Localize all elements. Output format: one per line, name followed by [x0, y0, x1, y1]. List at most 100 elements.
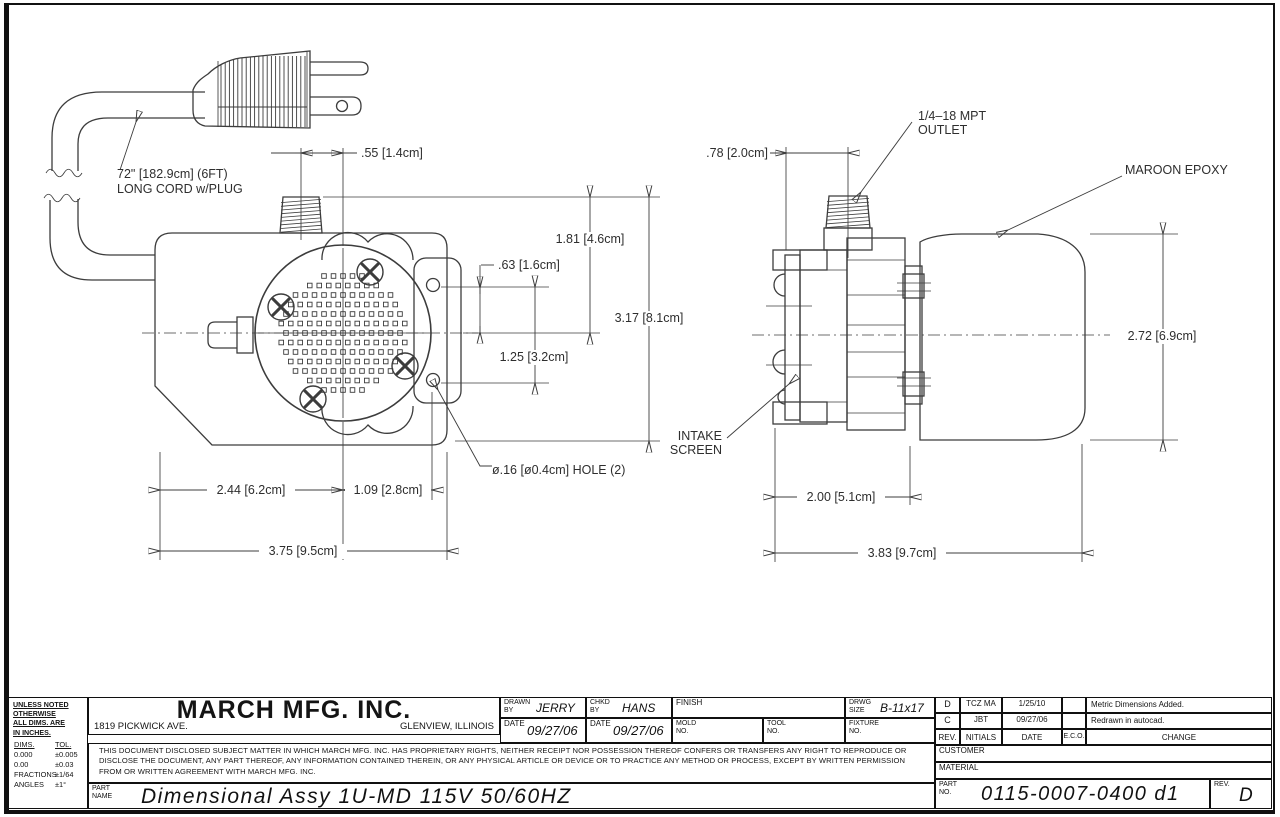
flange-bolt-top — [902, 273, 925, 299]
cord-leader-line — [119, 122, 136, 171]
cord-note-line2: LONG CORD w/PLUG — [117, 182, 243, 196]
dim-pump-length: 2.00 [5.1cm] — [807, 490, 876, 504]
tool-no-cell: TOOL NO. — [763, 718, 845, 743]
plug-ribs — [218, 56, 307, 127]
intake-note-line2: SCREEN — [670, 443, 722, 457]
part-no-value: 0115-0007-0400 d1 — [981, 783, 1180, 805]
power-cord — [43, 91, 205, 281]
angles-tol: ±1° — [55, 779, 67, 789]
fixture-no-label: FIXTURE NO. — [849, 720, 879, 735]
proprietary-cell: THIS DOCUMENT DISCLOSED SUBJECT MATTER I… — [88, 743, 935, 783]
rev-header-rev: REV. — [935, 729, 960, 745]
customer-label: CUSTOMER — [939, 746, 985, 755]
tol-row2-tol: ±0.03 — [55, 759, 74, 769]
material-label: MATERIAL — [939, 763, 979, 772]
part-name-cell: PART NAME Dimensional Assy 1U-MD 115V 50… — [88, 783, 935, 809]
chkd-by-value: HANS — [622, 701, 656, 715]
rev-header-change: CHANGE — [1086, 729, 1272, 745]
plug-blade-hole — [335, 99, 349, 113]
dim-height-side: 2.72 [6.9cm] — [1128, 329, 1197, 343]
rev-c-date: 09/27/06 — [1002, 713, 1062, 729]
rev-d-change: Metric Dimensions Added. — [1086, 697, 1272, 713]
drawn-by-value: JERRY — [536, 701, 575, 715]
tolerance-note: UNLESS NOTED OTHERWISE ALL DIMS. ARE IN … — [13, 701, 69, 737]
cord-break-upper — [45, 168, 83, 178]
dim-hole-spacing: 1.25 [3.2cm] — [500, 350, 569, 364]
customer-cell: CUSTOMER — [935, 745, 1272, 762]
tol-header: TOL. — [55, 739, 72, 749]
rev-header-eco: E.C.O. — [1062, 729, 1086, 745]
date-drawn-cell: DATE 09/27/06 — [500, 718, 586, 743]
power-plug — [192, 50, 369, 129]
finish-label: FINISH — [676, 698, 703, 707]
drwg-size-cell: DRWG SIZE B-11x17 — [845, 697, 935, 718]
rev-d-date: 1/25/10 — [1002, 697, 1062, 713]
dim-outlet-offset-side: .78 [2.0cm] — [706, 146, 768, 160]
side-dimensions — [726, 121, 1178, 562]
mold-no-cell: MOLD NO. — [672, 718, 763, 743]
top-ears — [321, 231, 414, 261]
dim-total-width: 3.75 [9.5cm] — [269, 544, 338, 558]
outlet-note-line1: 1/4–18 MPT — [918, 109, 986, 123]
intake-screen-plate — [784, 254, 801, 421]
date-chkd-label: DATE — [590, 719, 611, 728]
fractions-tol: ±1/64 — [55, 769, 74, 779]
cross-screws — [267, 258, 419, 413]
part-no-cell: PART NO. 0115-0007-0400 d1 — [935, 779, 1210, 809]
dim-left-width: 2.44 [6.2cm] — [217, 483, 286, 497]
front-view — [142, 196, 478, 446]
mounting-flange — [413, 257, 462, 404]
rev-header-initials: NITIALS — [960, 729, 1002, 745]
pump-housing-rear — [799, 249, 848, 423]
mold-no-label: MOLD NO. — [676, 720, 697, 735]
company-address: 1819 PICKWICK AVE. — [94, 721, 188, 732]
tol-row1-dim: 0.000 — [14, 749, 33, 759]
material-cell: MATERIAL — [935, 762, 1272, 779]
mounting-hole-top — [425, 277, 441, 293]
dim-outlet-height: 1.81 [4.6cm] — [556, 232, 625, 246]
rev-c-initials: JBT — [960, 713, 1002, 729]
drwg-size-value: B-11x17 — [880, 701, 924, 715]
tol-row1-tol: ±0.005 — [55, 749, 78, 759]
date-drawn-value: 09/27/06 — [527, 723, 578, 738]
cord-break-lower — [43, 193, 81, 203]
part-name-value: Dimensional Assy 1U-MD 115V 50/60HZ — [141, 785, 572, 808]
epoxy-note: MAROON EPOXY — [1125, 163, 1228, 177]
rev-label: REV. — [1214, 781, 1230, 788]
rev-d-initials: TCZ MA — [960, 697, 1002, 713]
chkd-by-cell: CHKD BY HANS — [586, 697, 672, 718]
rev-c-rev: C — [935, 713, 960, 729]
rev-value: D — [1239, 785, 1253, 806]
rev-d-eco — [1062, 697, 1086, 713]
date-chkd-cell: DATE 09/27/06 — [586, 718, 672, 743]
company-name: MARCH MFG. INC. — [176, 696, 412, 724]
rev-d-rev: D — [935, 697, 960, 713]
rev-cell: REV. D — [1210, 779, 1272, 809]
company-city: GLENVIEW, ILLINOIS — [400, 721, 494, 732]
dim-total-length: 3.83 [9.7cm] — [868, 546, 937, 560]
chkd-by-label: CHKD BY — [590, 699, 610, 714]
hole-note: ø.16 [ø0.4cm] HOLE (2) — [492, 463, 625, 477]
rev-c-change: Redrawn in autocad. — [1086, 713, 1272, 729]
tol-row2-dim: 0.00 — [14, 759, 29, 769]
drwg-size-label: DRWG SIZE — [849, 699, 872, 714]
part-no-label: PART NO. — [939, 781, 958, 796]
plug-blade-bottom — [310, 96, 362, 116]
side-port-stub — [207, 321, 237, 349]
dims-header: DIMS. — [14, 739, 35, 749]
tolerance-box: UNLESS NOTED OTHERWISE ALL DIMS. ARE IN … — [8, 697, 88, 809]
flange-bolt-bottom — [902, 371, 925, 397]
drawn-by-label: DRAWN BY — [504, 699, 531, 714]
fractions-label: FRACTIONS — [14, 769, 57, 779]
finish-cell: FINISH — [672, 697, 845, 718]
date-chkd-value: 09/27/06 — [613, 723, 664, 738]
rev-c-eco — [1062, 713, 1086, 729]
date-drawn-label: DATE — [504, 719, 525, 728]
dim-total-height: 3.17 [8.1cm] — [615, 311, 684, 325]
angles-label: ANGLES — [14, 779, 44, 789]
company-block: MARCH MFG. INC. 1819 PICKWICK AVE. GLENV… — [88, 696, 500, 735]
dim-right-width: 1.09 [2.8cm] — [354, 483, 423, 497]
part-name-label: PART NAME — [92, 785, 113, 800]
intake-note-line1: INTAKE — [678, 429, 722, 443]
